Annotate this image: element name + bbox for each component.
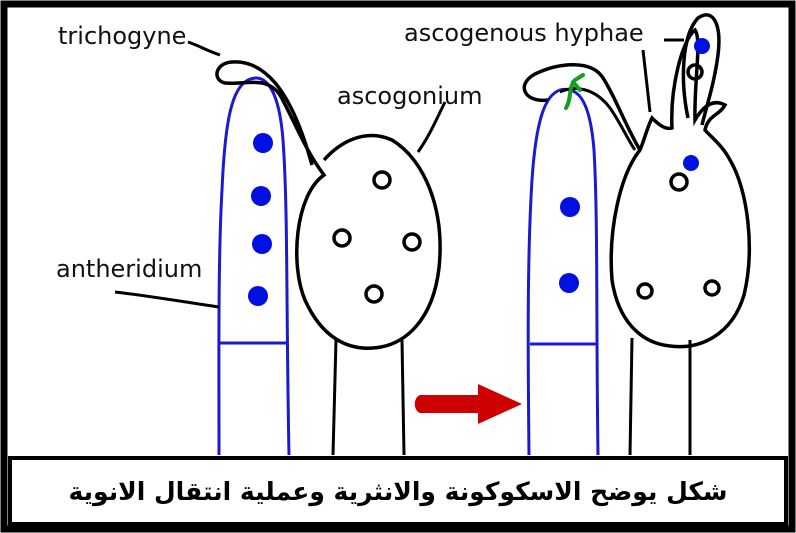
nucleus-female	[374, 172, 390, 188]
stage-after-fusion	[524, 15, 749, 455]
stalk-left	[333, 340, 336, 455]
nucleus-male	[248, 286, 268, 306]
leader-ascogenous-hyphae	[643, 50, 650, 112]
nucleus-male	[560, 197, 580, 217]
nucleus-female	[705, 281, 719, 295]
nucleus-female	[671, 174, 687, 190]
caption-box: شكل يوضح الاسكوكونة والانثرية وعملية انت…	[8, 456, 788, 526]
nucleus-male	[251, 186, 271, 206]
label-ascogenous-hyphae: ascogenous hyphae	[404, 19, 644, 47]
antheridium-left	[219, 78, 289, 455]
leader-antheridium	[115, 292, 219, 307]
stalk-right	[630, 338, 632, 455]
antheridium-right	[528, 89, 598, 455]
nucleus-male	[252, 234, 272, 254]
label-trichogyne: trichogyne	[58, 22, 186, 50]
nucleus-female	[366, 286, 382, 302]
process-arrow	[415, 384, 522, 424]
nucleus-female	[638, 284, 652, 298]
nucleus-male	[559, 273, 579, 293]
nucleus-male	[683, 155, 699, 171]
label-ascogonium: ascogonium	[337, 82, 482, 110]
leader-trichogyne	[188, 42, 220, 55]
nucleus-female	[334, 230, 350, 246]
nucleus-male	[694, 38, 710, 54]
nucleus-female	[404, 234, 420, 250]
label-antheridium: antheridium	[56, 255, 202, 283]
nucleus-male	[253, 133, 273, 153]
caption-text: شكل يوضح الاسكوكونة والانثرية وعملية انت…	[68, 477, 727, 506]
stalk-left	[402, 340, 404, 455]
